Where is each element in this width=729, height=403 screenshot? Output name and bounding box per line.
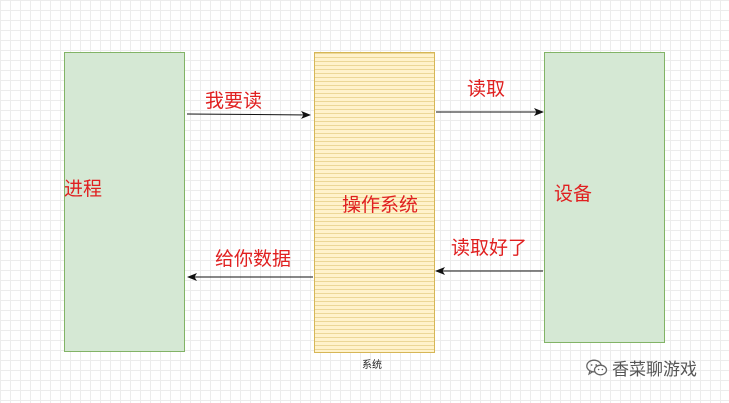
- arrow-want-read: [186, 110, 311, 119]
- os-box: [314, 52, 435, 353]
- process-box: [64, 52, 185, 352]
- wechat-icon: [586, 359, 608, 381]
- edge-label-read-done: 读取好了: [451, 237, 528, 259]
- os-caption: 系统: [362, 360, 382, 371]
- watermark-text: 香菜聊游戏: [612, 359, 697, 380]
- edge-label-give-data: 给你数据: [215, 248, 292, 270]
- os-label: 操作系统: [342, 194, 419, 216]
- device-box: [544, 52, 665, 343]
- edge-label-want-read: 我要读: [205, 90, 263, 112]
- process-label: 进程: [64, 178, 103, 200]
- device-label: 设备: [554, 183, 593, 205]
- edge-label-read: 读取: [467, 78, 506, 100]
- watermark: 香菜聊游戏: [586, 359, 697, 381]
